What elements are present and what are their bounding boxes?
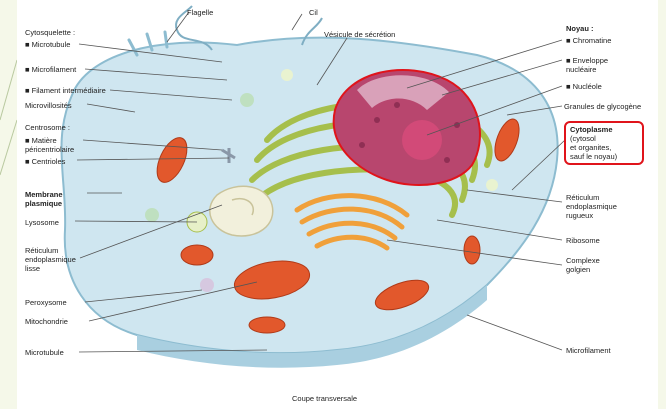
label-filament-intermediaire: ■ Filament intermédiaire: [25, 86, 106, 95]
label-mitochondrie: Mitochondrie: [25, 317, 68, 326]
label-cytoplasme-title: Cytoplasme: [570, 125, 613, 134]
label-microfilament-bottom: Microfilament: [566, 346, 611, 355]
label-reticulum-rugueux: Réticulum endoplasmique rugueux: [566, 193, 617, 220]
label-centrioles: ■ Centrioles: [25, 157, 65, 166]
nucleolus: [402, 120, 442, 160]
label-membrane-plasmique: Membrane plasmique: [25, 190, 63, 208]
label-enveloppe-nucleaire: ■ Enveloppe nucléaire: [566, 56, 608, 74]
label-microtubule-top: ■ Microtubule: [25, 40, 70, 49]
label-cytoplasme-desc: (cytosol et organites, sauf le noyau): [570, 134, 617, 161]
label-complexe-golgien: Complexe golgien: [566, 256, 600, 274]
label-microvillosites: Microvillosités: [25, 101, 72, 110]
label-coupe-transversale: Coupe transversale: [292, 394, 357, 403]
label-flagelle: Flagelle: [187, 8, 213, 17]
cytoplasme-highlight-box: Cytoplasme (cytosol et organites, sauf l…: [564, 121, 644, 165]
label-microfilament-top: ■ Microfilament: [25, 65, 76, 74]
label-lysosome: Lysosome: [25, 218, 59, 227]
label-peroxysome: Peroxysome: [25, 298, 67, 307]
label-cil: Cil: [309, 8, 318, 17]
label-matiere-pericentriolaire: ■ Matière péricentriolaire: [25, 136, 74, 154]
label-nucleole: ■ Nucléole: [566, 82, 602, 91]
cell-illustration: [17, 0, 658, 409]
smooth-er: [210, 186, 273, 236]
label-centrosome: Centrosome :: [25, 123, 70, 132]
label-cytosquelette: Cytosquelette :: [25, 28, 75, 37]
label-reticulum-lisse: Réticulum endoplasmique lisse: [25, 246, 76, 273]
label-vesicule: Vésicule de sécrétion: [324, 30, 395, 39]
label-chromatine: ■ Chromatine: [566, 36, 611, 45]
cell-diagram: Flagelle Cil Vésicule de sécrétion Cytos…: [17, 0, 658, 409]
label-ribosome: Ribosome: [566, 236, 600, 245]
label-granules-glycogene: Granules de glycogène: [564, 102, 641, 111]
label-noyau: Noyau :: [566, 24, 594, 33]
label-microtubule-bottom: Microtubule: [25, 348, 64, 357]
cell-body: [61, 38, 557, 354]
